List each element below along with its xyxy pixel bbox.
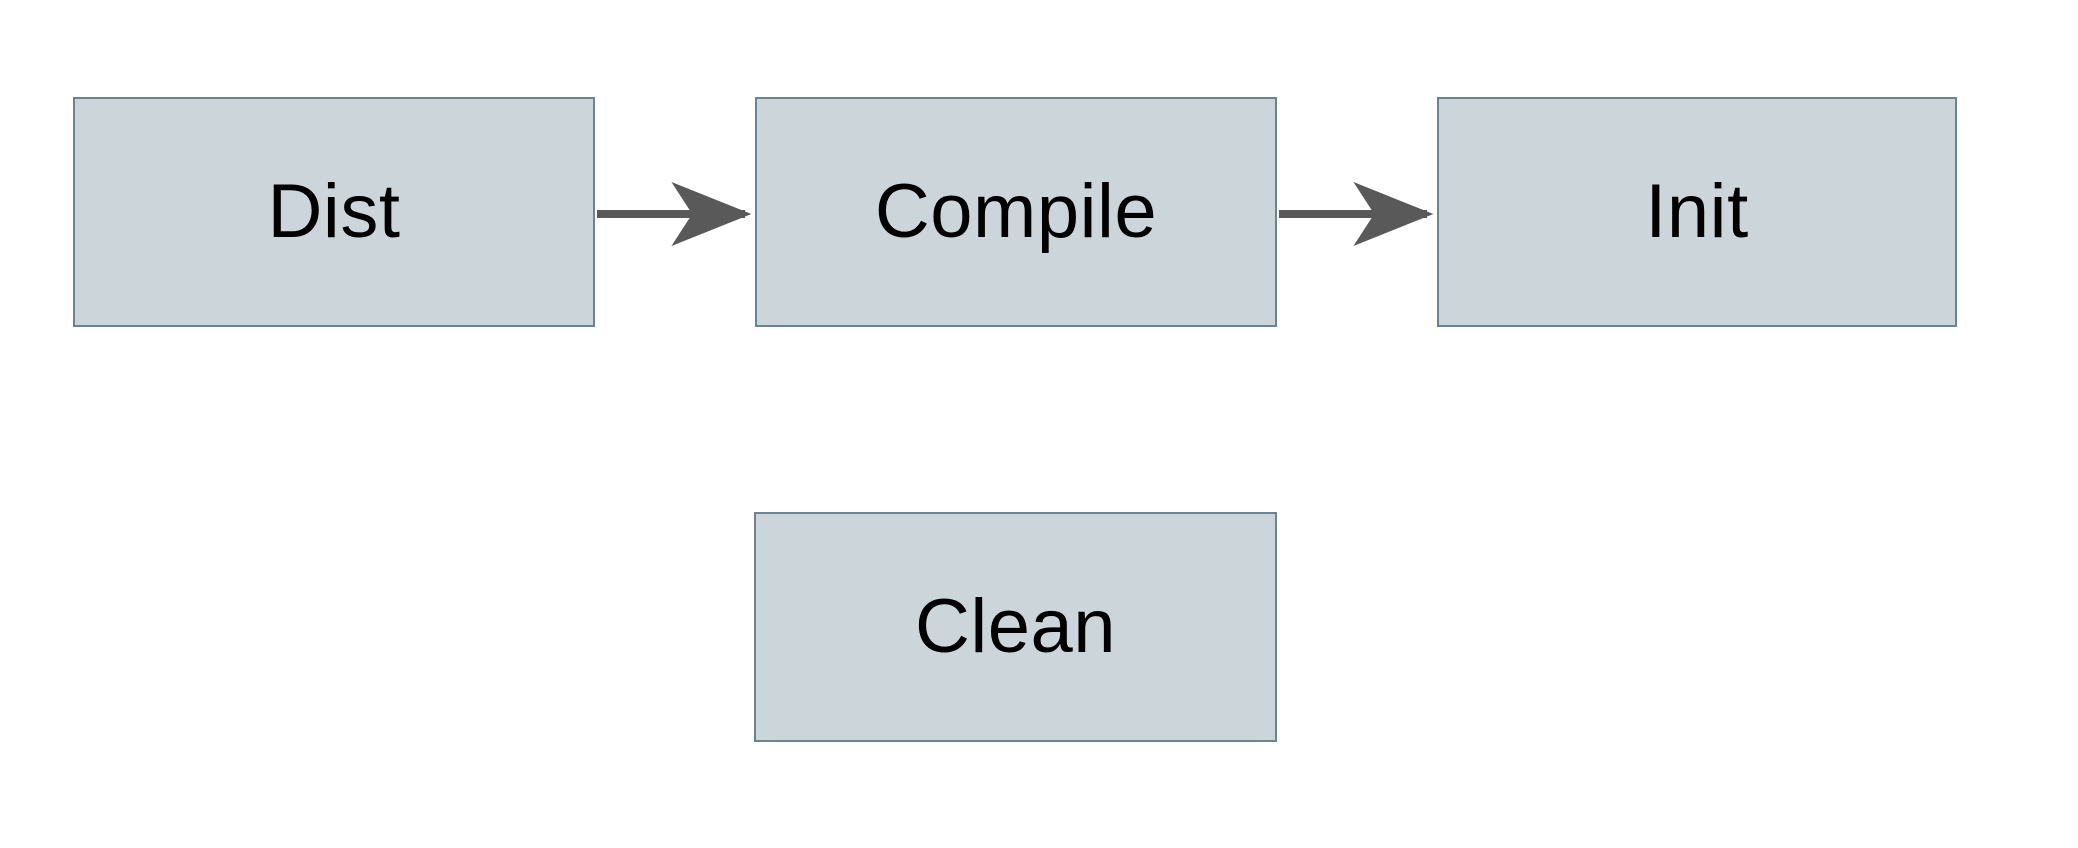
diagram-node-dist[interactable]: Dist: [73, 97, 595, 327]
diagram-node-compile[interactable]: Compile: [755, 97, 1277, 327]
node-label-dist: Dist: [267, 169, 401, 254]
diagram-node-init[interactable]: Init: [1437, 97, 1957, 327]
node-label-init: Init: [1645, 169, 1749, 254]
diagram-node-clean[interactable]: Clean: [754, 512, 1277, 742]
node-label-compile: Compile: [874, 169, 1158, 254]
edge-compile-to-init: [1279, 182, 1434, 246]
edge-dist-to-compile: [597, 182, 752, 246]
node-label-clean: Clean: [914, 584, 1117, 669]
